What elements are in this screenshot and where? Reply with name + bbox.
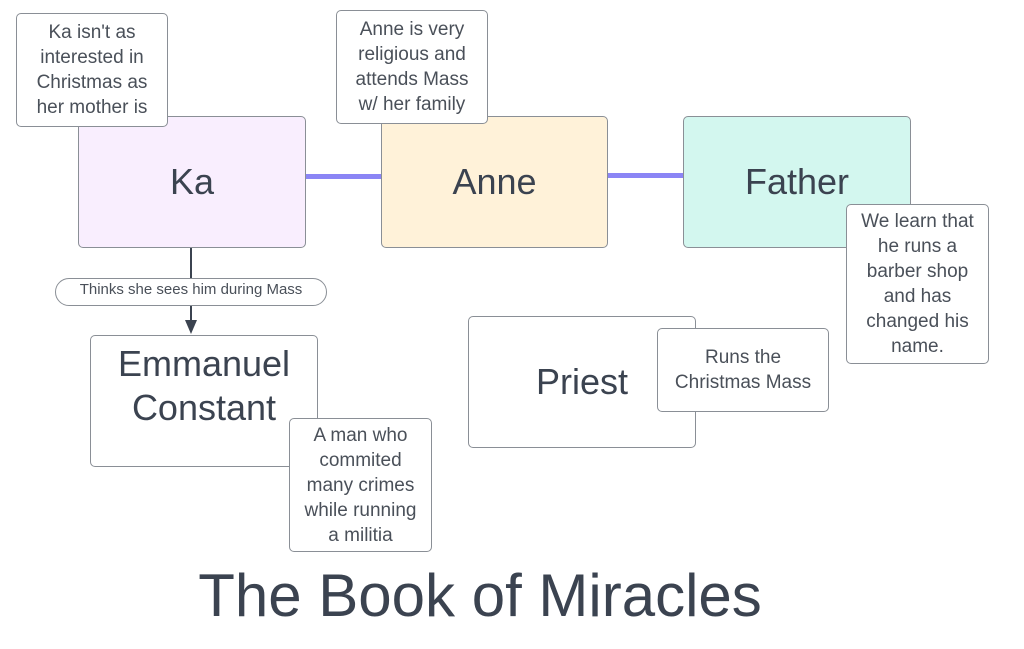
node-anne-label: Anne [452, 161, 537, 202]
arrowhead-icon [185, 320, 197, 334]
node-father-label: Father [744, 161, 850, 202]
node-priest-label: Priest [535, 361, 629, 402]
node-emmanuel-label: Emmanuel Constant [117, 343, 291, 428]
node-emmanuel-constant[interactable]: Emmanuel Constant [90, 335, 318, 467]
note-priest[interactable]: Runs the Christmas Mass [657, 328, 829, 412]
note-emmanuel[interactable]: A man who commited many crimes while run… [289, 418, 432, 552]
node-ka-label: Ka [169, 161, 215, 202]
node-anne[interactable]: Anne [381, 116, 608, 248]
note-ka[interactable]: Ka isn't as interested in Christmas as h… [16, 13, 168, 127]
edge-ka-anne [305, 174, 382, 179]
diagram-title: The Book of Miracles [198, 562, 762, 629]
node-ka[interactable]: Ka [78, 116, 306, 248]
edge-label-ka-emmanuel: Thinks she sees him during Mass [55, 278, 327, 306]
edge-anne-father [607, 173, 685, 178]
note-father[interactable]: We learn that he runs a barber shop and … [846, 204, 989, 364]
note-anne[interactable]: Anne is very religious and attends Mass … [336, 10, 488, 124]
